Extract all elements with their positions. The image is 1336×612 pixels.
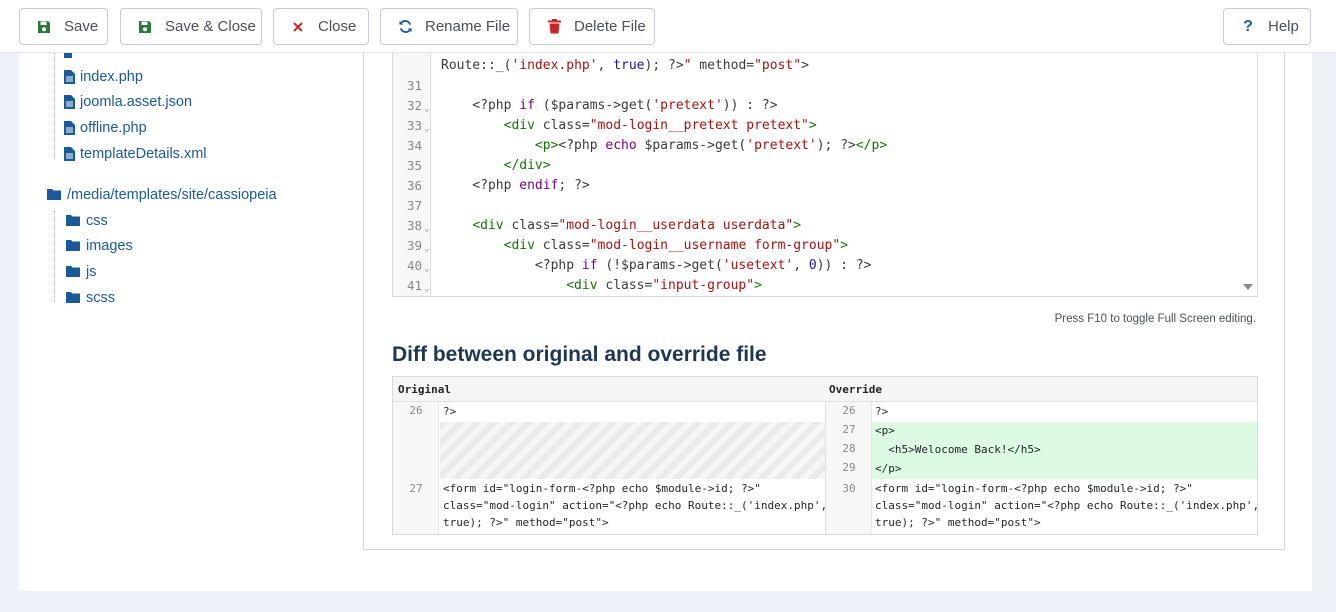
diff-line-added: <h5>Welocome Back!</h5>: [875, 443, 1041, 456]
refresh-icon: [397, 19, 413, 35]
tree-file-offline-php[interactable]: offline.php: [64, 120, 147, 136]
original-header: Original: [398, 383, 451, 396]
diff-divider: [825, 402, 826, 534]
diff-line: true); ?>" method="post">: [443, 516, 609, 529]
diff-title: Diff between original and override file: [392, 343, 767, 366]
code-editor[interactable]: Route::_('index.php', true); ?>" method=…: [392, 53, 1258, 297]
save-label: Save: [64, 18, 99, 35]
tree-guide-line: [54, 53, 55, 159]
tree-folder-images[interactable]: images: [66, 238, 133, 254]
help-label: Help: [1268, 18, 1299, 35]
folder-icon: [66, 214, 80, 228]
override-line-numbers: 26 27 28 29 30: [826, 402, 872, 534]
diff-line: class="mod-login" action="<?php echo Rou…: [875, 499, 1258, 512]
save-close-label: Save & Close: [165, 18, 256, 35]
delete-file-button[interactable]: Delete File: [529, 8, 655, 45]
code-line: 34 <p><?php echo $params->get('pretext')…: [406, 138, 888, 153]
file-icon: [64, 147, 76, 161]
editor-panel: Route::_('index.php', true); ?>" method=…: [363, 53, 1285, 550]
toolbar: Save Save & Close Close Rename File Dele…: [0, 0, 1336, 53]
tree-guide-line: [54, 211, 55, 301]
save-button[interactable]: Save: [19, 8, 108, 45]
fold-arrow-icon[interactable]: ⌄: [424, 264, 430, 274]
code-line: 32⌄ <?php if ($params->get('pretext')) :…: [393, 96, 1257, 116]
original-line-numbers: 26 27: [393, 402, 439, 534]
code-line: 41⌄ <div class="input-group">: [393, 276, 1257, 296]
override-header: Override: [829, 383, 882, 396]
diff-override-column: 26 27 28 29 30 ?> <p> <h5>Welocome Back!…: [826, 402, 1258, 534]
diff-header: Original Override: [393, 377, 1257, 402]
code-line: Route::_('index.php', true); ?>" method=…: [441, 58, 809, 73]
tree-file-index-php[interactable]: index.php: [64, 69, 143, 85]
folder-icon: [47, 188, 61, 202]
code-line: 33⌄ <div class="mod-login__pretext prete…: [393, 116, 1257, 136]
diff-line: ?>: [875, 405, 889, 418]
code-line: 37: [406, 198, 422, 213]
tree-folder-scss[interactable]: scss: [66, 290, 115, 306]
fold-arrow-icon[interactable]: ⌄: [424, 224, 430, 234]
main-card: index.php joomla.asset.json offline.php …: [19, 53, 1312, 591]
code-line: 31: [406, 78, 422, 93]
diff-view: Original Override 26 27 ?> <form id="log…: [392, 376, 1258, 535]
delete-label: Delete File: [574, 18, 646, 35]
tree-folder-css[interactable]: css: [66, 213, 108, 229]
folder-icon: [66, 265, 80, 279]
help-button[interactable]: ? Help: [1223, 8, 1311, 45]
diff-line: ?>: [443, 405, 457, 418]
rename-label: Rename File: [425, 18, 511, 35]
tree-folder-js[interactable]: js: [66, 264, 96, 280]
save-and-close-button[interactable]: Save & Close: [120, 8, 262, 45]
close-label: Close: [318, 18, 357, 35]
diff-line-added: <p>: [875, 424, 895, 437]
trash-icon: [546, 19, 562, 35]
code-line: 38⌄ <div class="mod-login__userdata user…: [393, 216, 1257, 236]
diff-line-added: </p>: [875, 462, 902, 475]
file-tree: index.php joomla.asset.json offline.php …: [19, 53, 359, 353]
file-icon: [64, 121, 76, 135]
scroll-down-arrow-icon[interactable]: [1243, 284, 1253, 290]
tree-file-joomla-asset-json[interactable]: joomla.asset.json: [64, 94, 192, 110]
code-line: 39⌄ <div class="mod-login__username form…: [393, 236, 1257, 256]
diff-added-block: [872, 422, 1257, 479]
diff-empty-placeholder: [440, 422, 825, 479]
fold-arrow-icon[interactable]: ⌄: [424, 124, 430, 134]
fold-arrow-icon[interactable]: ⌄: [424, 104, 430, 114]
tree-file-templatedetails-xml[interactable]: templateDetails.xml: [64, 146, 207, 162]
close-x-icon: [290, 19, 306, 35]
code-line: 40⌄ <?php if (!$params->get('usetext', 0…: [393, 256, 1257, 276]
fullscreen-hint: Press F10 to toggle Full Screen editing.: [1054, 313, 1256, 325]
file-icon-partial: [64, 53, 72, 58]
fold-arrow-icon[interactable]: ⌄: [424, 244, 430, 254]
folder-icon: [66, 239, 80, 253]
diff-original-column: 26 27 ?> <form id="login-form-<?php echo…: [393, 402, 828, 534]
fold-arrow-icon[interactable]: ⌄: [424, 284, 430, 294]
floppy-disk-icon: [137, 19, 153, 35]
file-icon: [64, 95, 76, 109]
close-button[interactable]: Close: [273, 8, 369, 45]
code-line: 35 </div>: [406, 158, 551, 173]
folder-icon: [66, 291, 80, 305]
code-line: 36 <?php endif; ?>: [406, 178, 590, 193]
diff-line: class="mod-login" action="<?php echo Rou…: [443, 499, 828, 512]
diff-line: <form id="login-form-<?php echo $module-…: [875, 482, 1193, 495]
tree-folder-media-templates[interactable]: /media/templates/site/cassiopeia: [47, 187, 277, 203]
file-icon: [64, 70, 76, 84]
line-number-gutter: [393, 53, 431, 296]
floppy-disk-icon: [36, 19, 52, 35]
diff-line: <form id="login-form-<?php echo $module-…: [443, 482, 761, 495]
rename-file-button[interactable]: Rename File: [380, 8, 518, 45]
diff-line: true); ?>" method="post">: [875, 516, 1041, 529]
question-mark-icon: ?: [1243, 17, 1253, 35]
